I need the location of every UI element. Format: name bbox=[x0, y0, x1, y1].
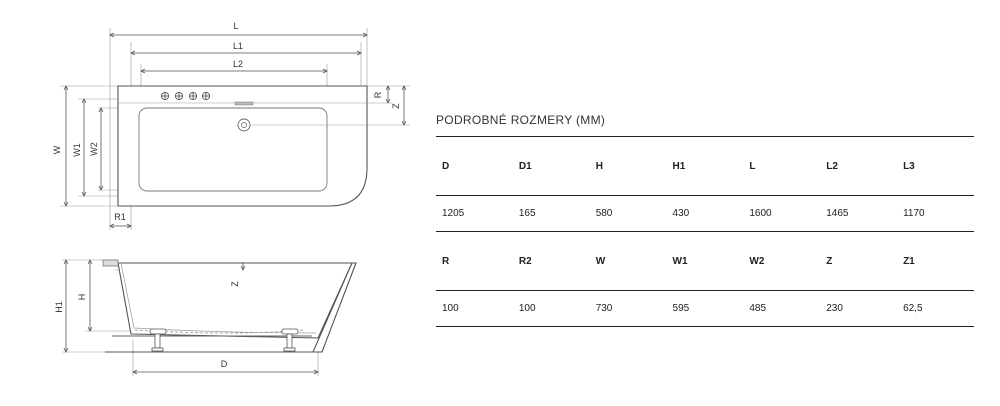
dim-label-R1: R1 bbox=[114, 212, 126, 222]
header-cell: Z1 bbox=[897, 231, 974, 291]
dim-label-W: W bbox=[52, 145, 62, 154]
header-cell: Z bbox=[820, 231, 898, 291]
dim-label-D: D bbox=[221, 359, 228, 369]
table-header-row: D D1 H H1 L L2 L3 bbox=[436, 136, 974, 196]
drain-icon bbox=[237, 118, 251, 132]
technical-drawing: L L1 L2 W W1 W2 R Z R1 bbox=[52, 21, 410, 376]
header-cell: L2 bbox=[820, 136, 898, 196]
dim-label-L1: L1 bbox=[233, 41, 243, 51]
value-cell: 730 bbox=[589, 290, 667, 327]
table-title: PODROBNÉ ROZMERY (MM) bbox=[436, 113, 606, 127]
value-cell: 1465 bbox=[820, 195, 898, 232]
dim-label-H1: H1 bbox=[54, 301, 64, 313]
header-cell: D1 bbox=[512, 136, 590, 196]
value-cell: 580 bbox=[589, 195, 667, 232]
header-cell: W1 bbox=[666, 231, 744, 291]
dim-label-R: R bbox=[373, 91, 383, 98]
value-cell: 100 bbox=[436, 290, 513, 327]
dimensions-table-panel: PODROBNÉ ROZMERY (MM) D D1 H H1 L L2 L3 … bbox=[436, 105, 974, 327]
side-view: H1 H Z D bbox=[54, 259, 357, 376]
dim-label-L2: L2 bbox=[233, 59, 243, 69]
top-view: L L1 L2 W W1 W2 R Z R1 bbox=[52, 21, 410, 230]
value-cell: 1600 bbox=[743, 195, 821, 232]
table-value-row: 1205 165 580 430 1600 1465 1170 bbox=[436, 195, 974, 232]
value-cell: 485 bbox=[743, 290, 821, 327]
table-header-row: R R2 W W1 W2 Z Z1 bbox=[436, 231, 974, 291]
header-cell: D bbox=[436, 136, 513, 196]
dim-label-Z-top: Z bbox=[391, 103, 401, 109]
value-cell: 430 bbox=[666, 195, 744, 232]
dimensions-table: D D1 H H1 L L2 L3 1205 165 580 430 1600 … bbox=[436, 136, 974, 327]
dim-label-L: L bbox=[233, 21, 238, 31]
dim-label-Z-side: Z bbox=[230, 281, 240, 287]
dim-label-W2: W2 bbox=[89, 142, 99, 156]
value-cell: 165 bbox=[512, 195, 590, 232]
value-cell: 1205 bbox=[436, 195, 513, 232]
header-cell: H bbox=[589, 136, 667, 196]
header-cell: W bbox=[589, 231, 667, 291]
header-cell: W2 bbox=[743, 231, 821, 291]
value-cell: 1170 bbox=[897, 195, 974, 232]
value-cell: 100 bbox=[512, 290, 590, 327]
header-cell: H1 bbox=[666, 136, 744, 196]
header-cell: R bbox=[436, 231, 513, 291]
table-value-row: 100 100 730 595 485 230 62,5 bbox=[436, 290, 974, 327]
dim-label-H: H bbox=[77, 294, 87, 301]
value-cell: 230 bbox=[820, 290, 898, 327]
value-cell: 62,5 bbox=[897, 290, 974, 327]
header-cell: L3 bbox=[897, 136, 974, 196]
header-cell: L bbox=[743, 136, 821, 196]
value-cell: 595 bbox=[666, 290, 744, 327]
header-cell: R2 bbox=[512, 231, 590, 291]
dim-label-W1: W1 bbox=[72, 143, 82, 157]
tap-holes-icon bbox=[160, 91, 211, 101]
